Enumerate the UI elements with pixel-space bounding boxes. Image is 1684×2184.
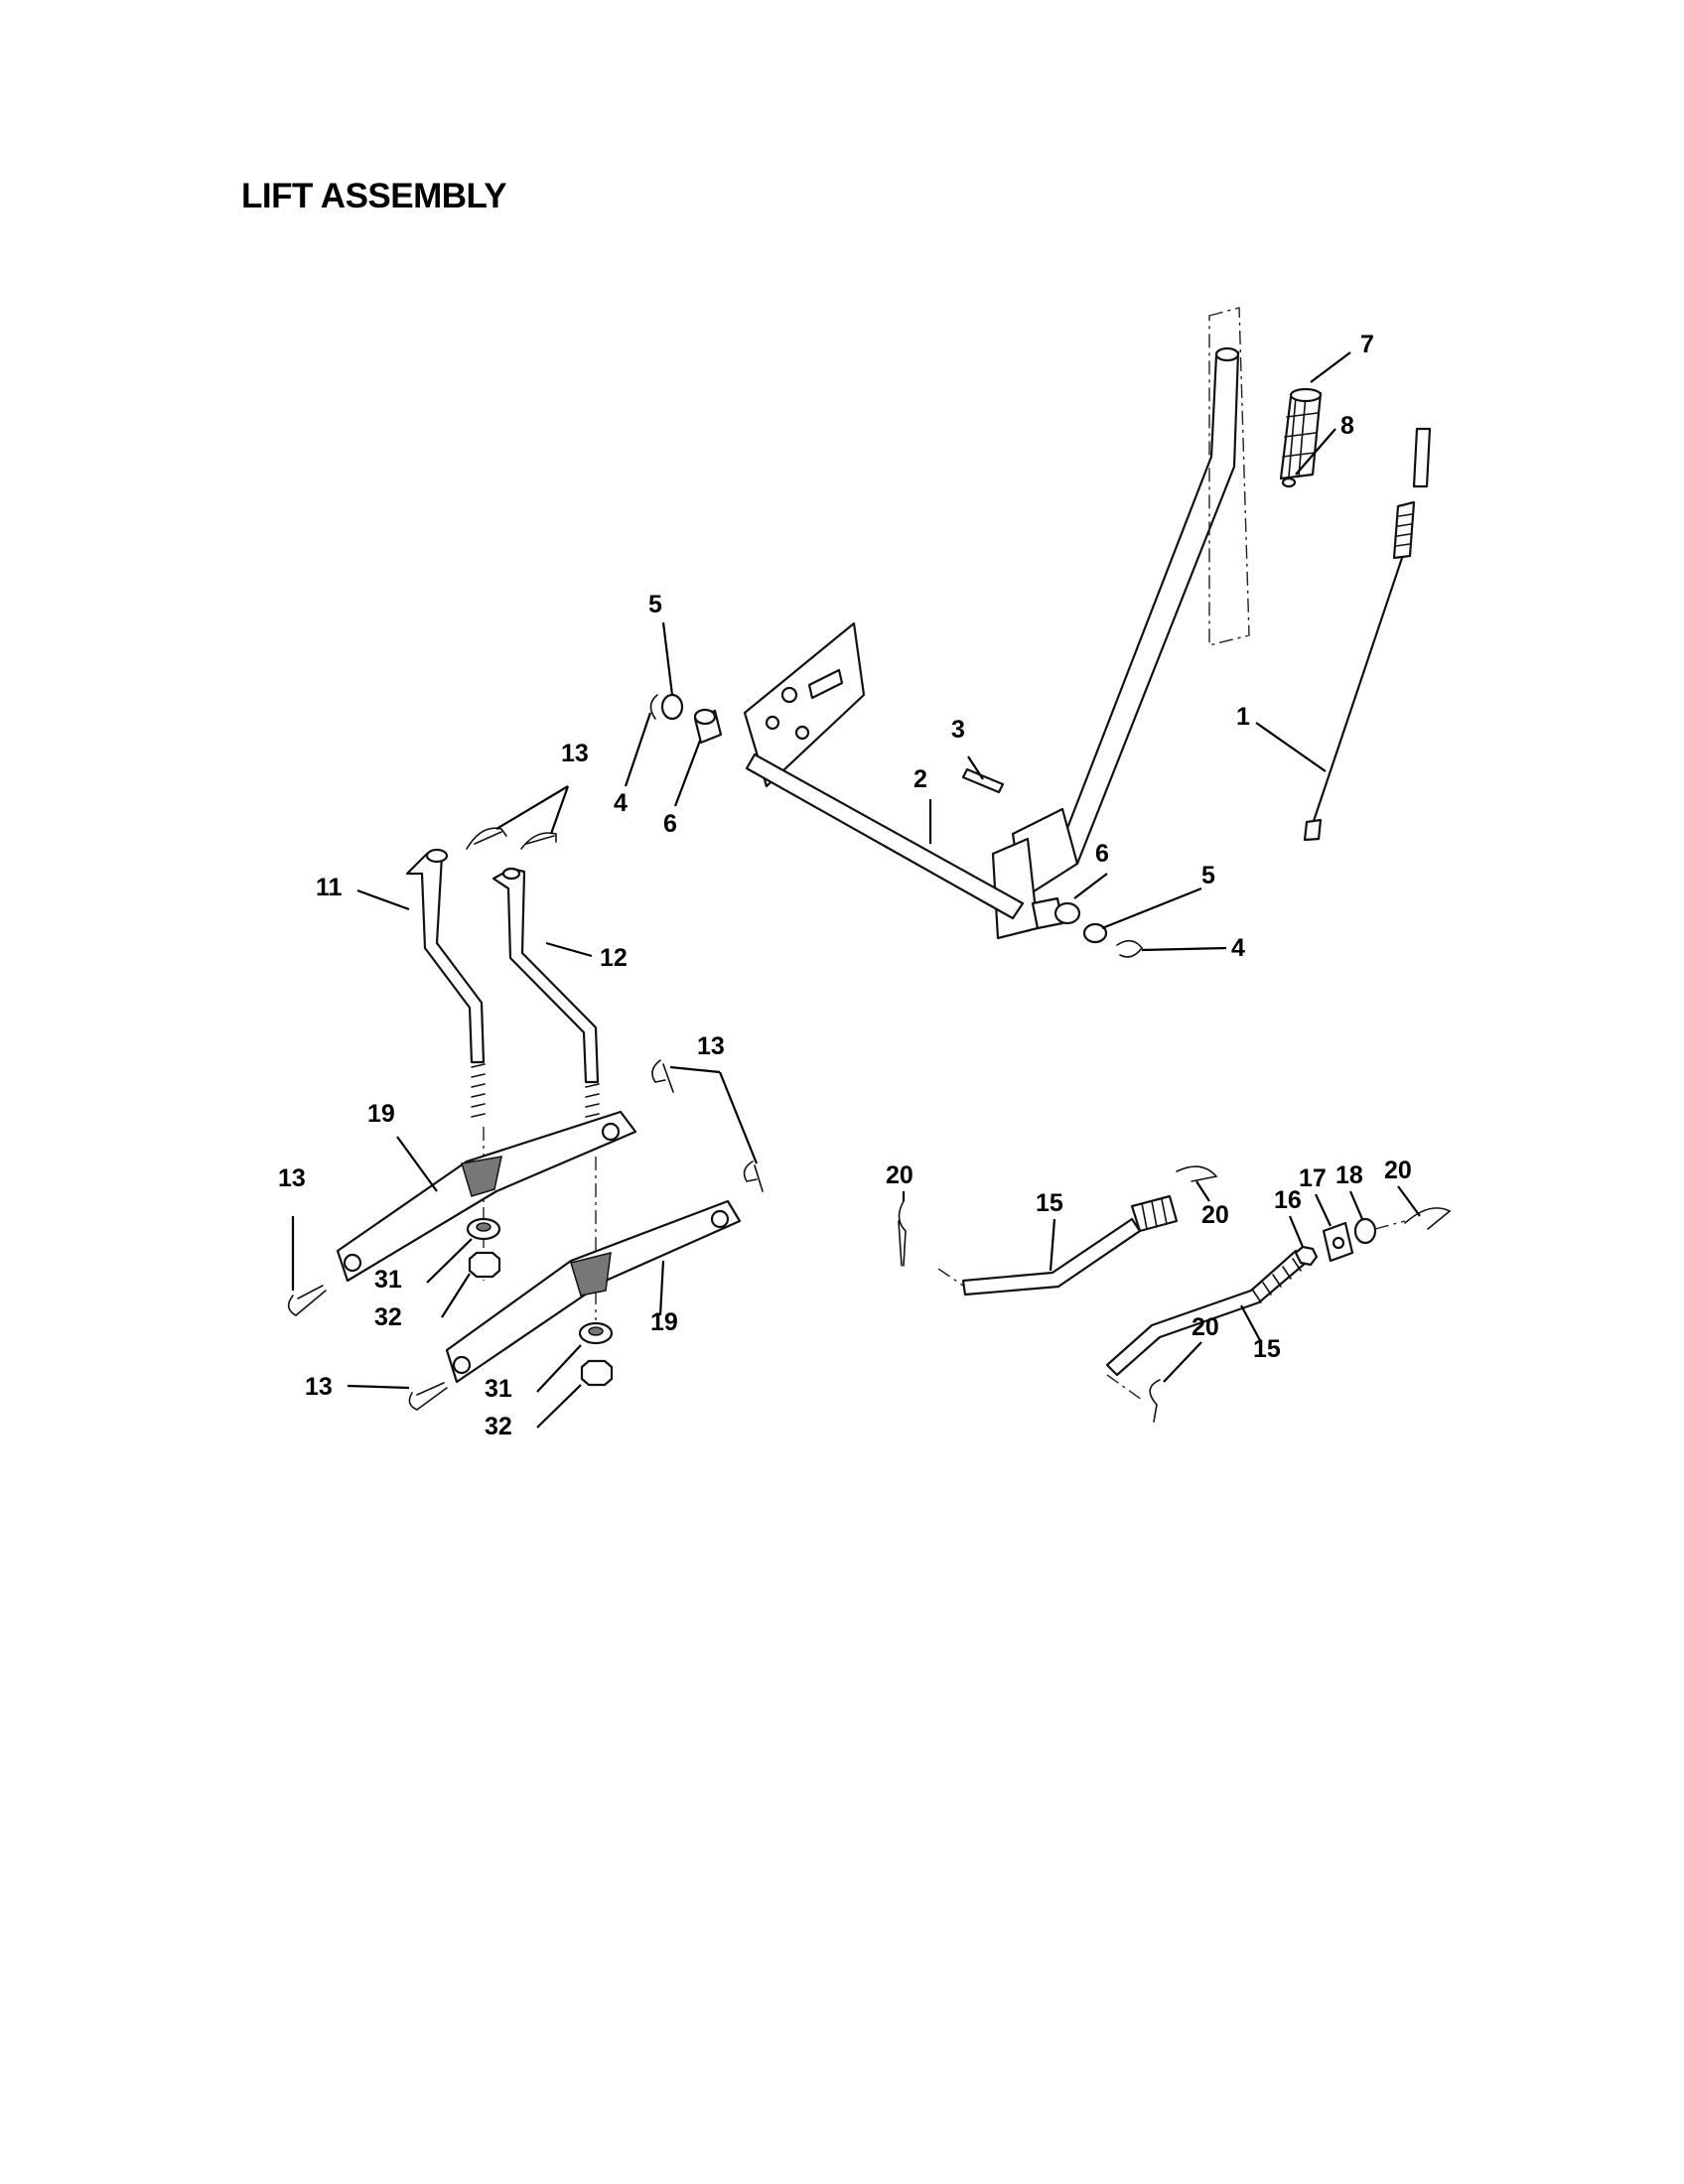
leader-lines [291,351,1421,1429]
lift-shaft [745,752,1025,920]
lift-link-left [405,848,486,1118]
hairpin-clip [408,1382,448,1411]
callout-2: 2 [913,765,927,793]
callout-12: 12 [600,944,628,972]
callout-6: 6 [1095,840,1109,868]
callout-3: 3 [951,716,965,744]
washer-18 [1353,1217,1377,1245]
cotter-pin-20-d [1149,1379,1161,1423]
lift-cable-rod [1303,427,1432,842]
washer-right [1082,922,1108,944]
callout-13: 13 [697,1032,725,1060]
callout-5: 5 [1201,862,1215,889]
callout-labels: 7 8 1 5 4 6 3 2 6 5 4 13 11 12 13 19 13 … [278,331,1412,1440]
hairpin-clip [287,1285,327,1316]
callout-8: 8 [1340,412,1354,440]
grip-clip [1281,477,1297,488]
handle-grip-outline [1208,307,1250,646]
nut-32-lower [580,1359,614,1387]
callout-4: 4 [614,789,628,817]
lift-arm-lower [445,1199,742,1384]
centerline-trunnion [1374,1220,1406,1230]
callout-13: 13 [305,1373,333,1401]
callout-32: 32 [374,1303,402,1331]
callout-1: 1 [1236,703,1250,731]
retaining-ring-right [1116,939,1144,958]
callout-7: 7 [1360,331,1374,358]
hairpin-clip [520,832,557,850]
cotter-pin-20-b [1176,1165,1218,1182]
bushing-left [693,708,723,745]
callout-20: 20 [1201,1201,1229,1229]
cotter-pin-20-a [898,1200,907,1267]
callout-15: 15 [1036,1189,1063,1217]
callout-17: 17 [1299,1164,1327,1192]
washer-31-upper [466,1217,501,1241]
centerline-rod-upper [937,1268,964,1287]
callout-15: 15 [1253,1335,1281,1363]
callout-16: 16 [1274,1186,1302,1214]
callout-31: 31 [374,1266,402,1294]
cotter-pin-20-c [1404,1207,1452,1230]
handle-grip [1279,387,1323,480]
callout-6: 6 [663,810,677,838]
adjustment-rod-upper [961,1194,1179,1297]
roll-pin [961,767,1005,794]
callout-31: 31 [485,1375,512,1403]
washer-left [660,693,684,721]
callout-13: 13 [278,1164,306,1192]
lift-arm-upper [336,1110,637,1283]
callout-18: 18 [1335,1161,1363,1189]
lift-link-right [491,867,600,1148]
hairpin-clip [651,1059,674,1093]
callout-19: 19 [367,1100,395,1128]
callout-4: 4 [1231,934,1245,962]
callout-20: 20 [1192,1313,1219,1341]
washer-31-lower [578,1321,614,1345]
centerline-rod-lower [1106,1374,1143,1401]
callout-32: 32 [485,1413,512,1440]
lift-handle [991,346,1240,940]
hairpin-clip [743,1160,764,1192]
callout-13: 13 [561,740,589,767]
retaining-ring-left [649,694,658,720]
hairpin-clip [466,827,507,850]
bushing-right [1031,896,1081,930]
callout-11: 11 [316,874,343,901]
callout-5: 5 [648,591,662,618]
callout-19: 19 [650,1308,678,1336]
trunnion-17 [1322,1221,1354,1263]
page-title: LIFT ASSEMBLY [241,177,507,215]
callout-20: 20 [1384,1157,1412,1184]
mounting-bracket [743,621,866,788]
callout-20: 20 [886,1161,913,1189]
nut-32-upper [468,1251,501,1279]
